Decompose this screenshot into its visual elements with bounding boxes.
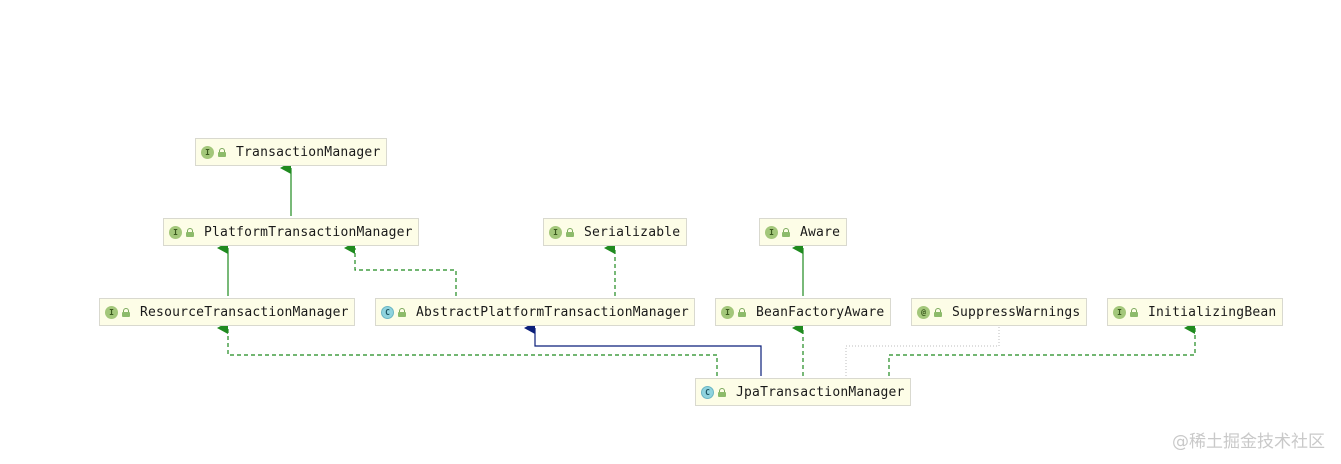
public-visibility-icon <box>566 227 574 237</box>
node-initializing-bean[interactable]: I InitializingBean <box>1107 298 1283 326</box>
node-jpa-transaction-manager[interactable]: C JpaTransactionManager <box>695 378 911 406</box>
node-aware[interactable]: I Aware <box>759 218 847 246</box>
edge-jpa-to-resource <box>217 322 718 376</box>
public-visibility-icon <box>782 227 790 237</box>
edge-jpa-to-initializingbean <box>888 322 1196 376</box>
interface-icon: I <box>549 225 562 239</box>
node-label: Serializable <box>584 224 681 240</box>
interface-icon: I <box>105 305 118 319</box>
edge-jpa-to-abstract <box>524 322 762 376</box>
interface-icon: I <box>169 225 182 239</box>
node-label: PlatformTransactionManager <box>204 224 413 240</box>
public-visibility-icon <box>122 307 130 317</box>
public-visibility-icon <box>186 227 194 237</box>
public-visibility-icon <box>738 307 746 317</box>
public-visibility-icon <box>718 387 726 397</box>
node-label: BeanFactoryAware <box>756 304 885 320</box>
node-label: SuppressWarnings <box>952 304 1081 320</box>
node-suppress-warnings[interactable]: @ SuppressWarnings <box>911 298 1087 326</box>
node-abstract-platform-transaction-manager[interactable]: C AbstractPlatformTransactionManager <box>375 298 695 326</box>
node-label: TransactionManager <box>236 144 381 160</box>
class-icon: C <box>701 385 714 399</box>
interface-icon: I <box>721 305 734 319</box>
edge-jpa-to-suppresswarnings <box>845 326 1000 376</box>
annotation-icon: @ <box>917 305 930 319</box>
interface-icon: I <box>765 225 778 239</box>
node-label: JpaTransactionManager <box>736 384 905 400</box>
node-label: Aware <box>800 224 841 240</box>
node-bean-factory-aware[interactable]: I BeanFactoryAware <box>715 298 891 326</box>
public-visibility-icon <box>1130 307 1138 317</box>
node-label: AbstractPlatformTransactionManager <box>416 304 689 320</box>
node-label: InitializingBean <box>1148 304 1277 320</box>
node-transaction-manager[interactable]: I TransactionManager <box>195 138 387 166</box>
edge-abstract-to-platform <box>344 242 457 296</box>
node-platform-transaction-manager[interactable]: I PlatformTransactionManager <box>163 218 419 246</box>
node-label: ResourceTransactionManager <box>140 304 349 320</box>
interface-icon: I <box>1113 305 1126 319</box>
public-visibility-icon <box>398 307 406 317</box>
interface-icon: I <box>201 145 214 159</box>
node-resource-transaction-manager[interactable]: I ResourceTransactionManager <box>99 298 355 326</box>
abstract-class-icon: C <box>381 305 394 319</box>
watermark: @稀土掘金技术社区 <box>1172 432 1325 452</box>
public-visibility-icon <box>934 307 942 317</box>
public-visibility-icon <box>218 147 226 157</box>
node-serializable[interactable]: I Serializable <box>543 218 687 246</box>
